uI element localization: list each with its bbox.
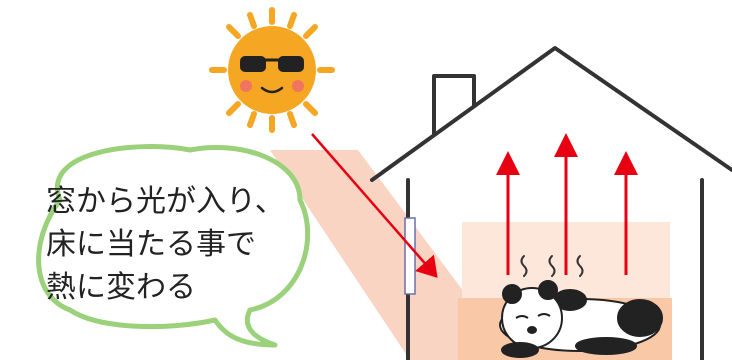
window — [404, 217, 416, 295]
light-beam — [270, 150, 470, 360]
bubble-line-3: 熱に変わる — [46, 270, 196, 305]
heat-waves-icon — [520, 255, 584, 277]
speech-bubble — [36, 144, 311, 348]
sun-with-sunglasses-icon — [209, 7, 335, 133]
sleeping-panda-icon — [499, 280, 663, 358]
bubble-line-1: 窓から光が入り、 — [46, 184, 285, 219]
bubble-line-2: 床に当たる事で — [46, 227, 256, 262]
sunlight-arrow — [311, 133, 438, 278]
house-outline-icon — [370, 46, 732, 360]
speech-bubble-text: 窓から光が入り、 床に当たる事で 熱に変わる — [46, 180, 316, 309]
